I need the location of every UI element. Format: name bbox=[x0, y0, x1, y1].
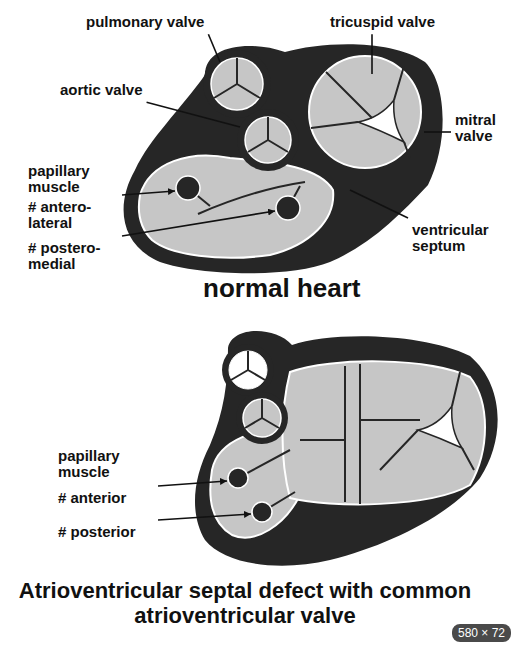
tricuspid-valve bbox=[309, 56, 421, 168]
part-label: papillary muscle bbox=[58, 448, 148, 480]
valve-ring bbox=[222, 344, 274, 396]
valve-commissures bbox=[248, 117, 288, 152]
leader-line bbox=[158, 514, 251, 520]
papillary-muscle bbox=[228, 468, 248, 488]
papillary-muscle bbox=[176, 176, 200, 200]
lv-cavity bbox=[139, 156, 333, 258]
part-label: pulmonary valve bbox=[86, 14, 204, 30]
callout-label: # postero-medial bbox=[28, 240, 118, 272]
valve-ring bbox=[236, 392, 288, 444]
callout-label: # antero-lateral bbox=[28, 199, 118, 231]
pulmonary-valve bbox=[211, 58, 263, 110]
pulmonary-valve bbox=[229, 351, 267, 389]
callout-label: # posterior bbox=[58, 524, 154, 540]
papillary-muscle bbox=[252, 502, 272, 522]
part-label: mitral valve bbox=[455, 112, 509, 144]
leader-line bbox=[158, 481, 227, 486]
callout-label: # anterior bbox=[58, 490, 154, 506]
leaflet-line bbox=[311, 66, 410, 158]
valve-orifice bbox=[358, 100, 404, 142]
size-badge: 580 × 72 bbox=[452, 624, 511, 642]
leader-line bbox=[147, 102, 240, 127]
leader-line bbox=[122, 211, 275, 236]
leaflet-line bbox=[380, 372, 474, 470]
part-label: tricuspid valve bbox=[330, 14, 435, 30]
myocardium bbox=[195, 331, 498, 566]
leader-line bbox=[371, 34, 373, 74]
valve-commissures bbox=[214, 58, 260, 98]
valve-orifice bbox=[418, 406, 462, 448]
aortic-valve bbox=[245, 117, 291, 163]
aortic-valve bbox=[243, 399, 281, 437]
part-label: papillary muscle bbox=[28, 163, 118, 195]
part-label: aortic valve bbox=[60, 82, 143, 98]
valve-commissures bbox=[245, 399, 279, 428]
leader-line bbox=[424, 131, 451, 133]
valve-ring bbox=[237, 109, 299, 171]
heading: normal heart bbox=[203, 274, 361, 303]
leader-line bbox=[122, 191, 175, 195]
leader-line bbox=[350, 190, 408, 218]
common-av-valve bbox=[283, 361, 486, 504]
valve-commissures bbox=[231, 351, 265, 380]
caption: Atrioventricular septal defect with comm… bbox=[12, 578, 478, 629]
papillary-muscle bbox=[276, 196, 300, 220]
bridging-leaflet bbox=[300, 364, 420, 504]
leader-line bbox=[208, 34, 220, 62]
part-label: ventricular septum bbox=[412, 222, 508, 254]
myocardium bbox=[124, 44, 443, 273]
valve-ring bbox=[203, 50, 271, 118]
